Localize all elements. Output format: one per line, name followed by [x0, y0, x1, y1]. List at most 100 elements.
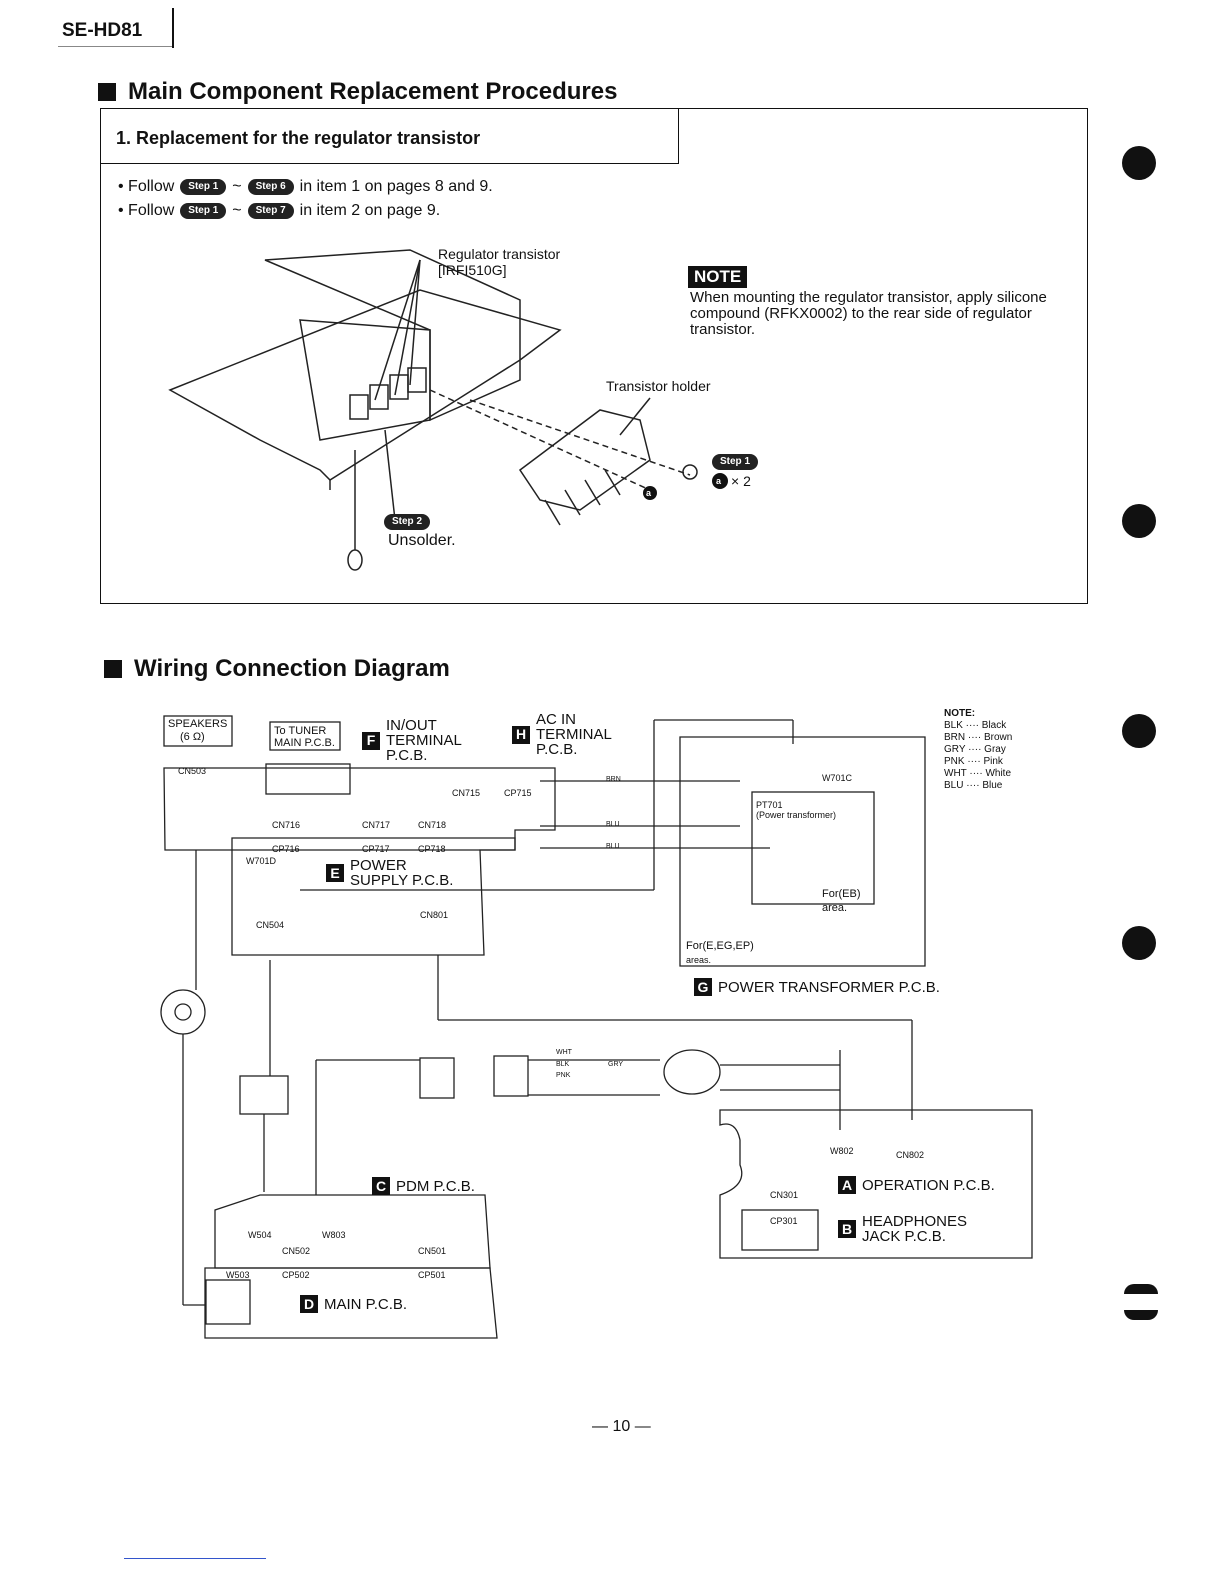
board-F-label: F IN/OUT TERMINAL P.C.B. — [362, 718, 462, 763]
section-title-replacement: Main Component Replacement Procedures — [98, 78, 617, 106]
wire-color-label: BLU — [606, 843, 620, 850]
board-label-line: P.C.B. — [386, 747, 428, 764]
regulator-label: Regulator transistor — [438, 246, 561, 262]
board-label-line: POWER TRANSFORMER P.C.B. — [718, 978, 940, 996]
color-note-item: WHT ···· White — [944, 768, 1012, 779]
region-note: areas. — [686, 955, 712, 965]
section-title-text: Wiring Connection Diagram — [134, 655, 450, 682]
board-D-label: D MAIN P.C.B. — [300, 1295, 407, 1313]
follow-line-1: • Follow Step 1 ~ Step 6 in item 1 on pa… — [118, 178, 493, 196]
board-label-line: POWER — [350, 857, 407, 874]
registration-mark — [1122, 146, 1156, 180]
tuner-main-label: MAIN P.C.B. — [274, 737, 335, 749]
follow-prefix: • Follow — [118, 202, 175, 219]
board-label-line: JACK P.C.B. — [862, 1228, 946, 1245]
color-note: NOTE: BLK ···· Black BRN ···· Brown GRY … — [944, 708, 1012, 792]
color-note-item: PNK ···· Pink — [944, 756, 1003, 767]
follow-line-2: • Follow Step 1 ~ Step 7 in item 2 on pa… — [118, 202, 440, 220]
component-label: PT701 — [756, 800, 783, 810]
connector-label: CN802 — [896, 1150, 925, 1160]
registration-mark — [1122, 714, 1156, 748]
footer-rule — [124, 1558, 266, 1559]
connector-label: CN504 — [256, 920, 285, 930]
color-note-heading: NOTE: — [944, 708, 976, 719]
component-desc: (Power transformer) — [756, 810, 837, 820]
step-badge: Step 6 — [247, 179, 294, 195]
step-badge: Step 1 — [180, 179, 227, 195]
connector-label: W504 — [248, 1230, 272, 1240]
wire-color-label: WHT — [556, 1049, 572, 1056]
follow-suffix: in item 2 on page 9. — [299, 202, 441, 219]
connector-label: CP716 — [272, 844, 300, 854]
range-separator: ~ — [232, 178, 242, 195]
board-E-label: E POWER SUPPLY P.C.B. — [326, 858, 453, 888]
board-A-label: A OPERATION P.C.B. — [838, 1176, 995, 1194]
board-label-line: P.C.B. — [536, 741, 578, 758]
wire-color-label: PNK — [556, 1072, 571, 1079]
board-letter: A — [838, 1176, 856, 1194]
step-badge: Step 1 — [180, 203, 227, 219]
color-note-item: BLK ···· Black — [944, 720, 1007, 731]
connector-label: CP717 — [362, 844, 390, 854]
connector-label: W802 — [830, 1146, 854, 1156]
header-underline — [58, 46, 172, 47]
holder-label: Transistor holder — [606, 378, 711, 394]
board-label-line: AC IN — [536, 711, 577, 728]
connector-label: CP501 — [418, 1270, 446, 1280]
page-number: — 10 — — [592, 1418, 651, 1435]
follow-prefix: • Follow — [118, 178, 175, 195]
wire-color-label: BRN — [606, 776, 621, 783]
wire-color-label: GRY — [608, 1061, 624, 1068]
board-G-label: G POWER TRANSFORMER P.C.B. — [694, 978, 940, 996]
connector-label: CP502 — [282, 1270, 310, 1280]
wire-color-label: BLU — [606, 821, 620, 828]
connector-label: W701C — [822, 773, 853, 783]
board-label-line: TERMINAL — [536, 726, 612, 743]
connector-label: CN715 — [452, 788, 481, 798]
board-letter: F — [362, 731, 380, 750]
region-note: For(EB) — [822, 888, 861, 900]
screw-letter: a — [716, 476, 722, 486]
board-C-label: C PDM P.C.B. — [372, 1177, 475, 1195]
board-letter: B — [838, 1220, 856, 1238]
connector-label: CN718 — [418, 820, 447, 830]
procedure-box — [100, 108, 1088, 604]
note-text: When mounting the regulator transistor, … — [690, 289, 1047, 338]
board-letter: H — [512, 725, 530, 744]
wire-color-label: BLK — [556, 1061, 570, 1068]
board-H-label: H AC IN TERMINAL P.C.B. — [512, 712, 612, 757]
screw-count: × 2 — [731, 473, 751, 489]
connector-label: CP715 — [504, 788, 532, 798]
range-separator: ~ — [232, 202, 242, 219]
registration-mark — [1124, 1284, 1158, 1294]
board-letter: E — [326, 864, 344, 882]
color-note-item: BLU ···· Blue — [944, 780, 1003, 791]
connector-label: W503 — [226, 1270, 250, 1280]
connector-label: CN801 — [420, 910, 449, 920]
connector-label: CN503 — [178, 766, 207, 776]
board-label-line: SUPPLY P.C.B. — [350, 872, 454, 889]
board-label-line: HEADPHONES — [862, 1213, 968, 1230]
color-note-item: GRY ···· Gray — [944, 744, 1006, 755]
bullet-square-icon — [104, 660, 122, 678]
step1-badge: Step 1 — [712, 454, 759, 470]
connector-label: CN301 — [770, 1190, 799, 1200]
header-divider — [172, 8, 174, 48]
step2-badge: Step 2 — [384, 514, 431, 530]
board-label-line: TERMINAL — [386, 732, 462, 749]
connector-label: CP718 — [418, 844, 446, 854]
connector-label: W701D — [246, 856, 277, 866]
speakers-label: SPEAKERS — [168, 718, 228, 730]
procedure-title: 1. Replacement for the regulator transis… — [116, 128, 481, 148]
region-note: For(E,EG,EP) — [686, 940, 754, 952]
board-label-line: PDM P.C.B. — [396, 1177, 475, 1195]
section-title-wiring: Wiring Connection Diagram — [104, 655, 450, 683]
connector-label: CN501 — [418, 1246, 447, 1256]
region-note: area. — [822, 902, 848, 914]
follow-suffix: in item 1 on pages 8 and 9. — [299, 178, 493, 195]
procedure-header-box — [100, 108, 679, 164]
board-B-label: B HEADPHONES JACK P.C.B. — [838, 1214, 967, 1244]
board-letter: D — [300, 1295, 318, 1313]
